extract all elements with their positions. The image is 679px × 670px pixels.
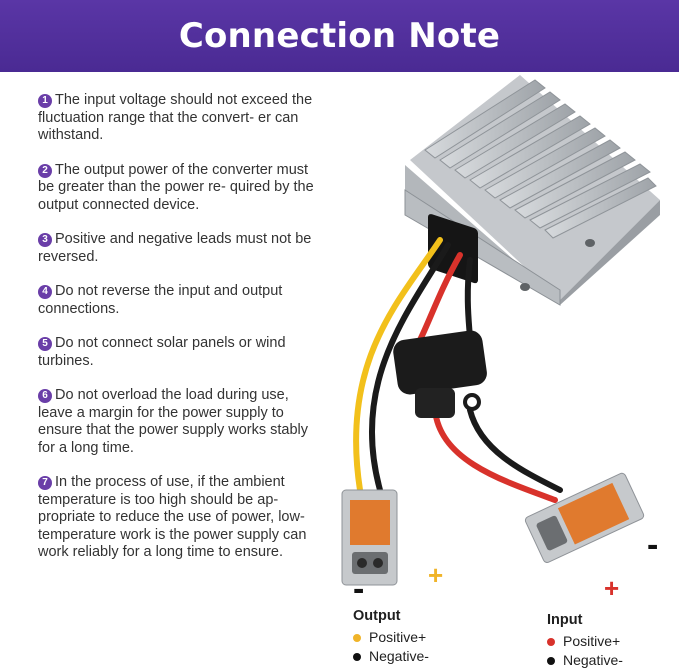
input-plus-symbol: +: [604, 573, 619, 603]
output-plus-symbol: +: [428, 560, 443, 590]
fuse-holder: [393, 330, 487, 418]
input-minus-symbol: -: [647, 526, 658, 564]
page-title: Connection Note: [178, 16, 501, 56]
input-legend-title: Input: [547, 612, 583, 628]
note-number: 7: [38, 476, 52, 490]
input-connector: [524, 472, 645, 563]
note-text: Positive and negative leads must not be …: [38, 231, 312, 265]
note-number: 6: [38, 389, 52, 403]
red-dot-icon: [547, 637, 555, 646]
note-text: Do not reverse the input and output conn…: [38, 283, 283, 317]
note-number: 1: [38, 94, 52, 108]
output-legend: Output Positive+ Negative-: [353, 608, 429, 666]
converter-illustration: - + - +: [341, 75, 660, 608]
output-positive-label: Positive+: [369, 629, 427, 645]
note-text: Do not overload the load during use, lea…: [38, 387, 308, 456]
output-connector: [341, 489, 398, 586]
note-number: 5: [38, 337, 52, 351]
input-negative-row: Negative-: [547, 651, 623, 670]
output-negative-label: Negative-: [369, 648, 429, 664]
title-banner: Connection Note: [0, 0, 679, 72]
output-positive-row: Positive+: [353, 628, 429, 647]
yellow-dot-icon: [353, 633, 361, 642]
note-text: Do not connect solar panels or wind turb…: [38, 335, 286, 369]
black-dot-icon: [547, 656, 555, 665]
note-number: 3: [38, 233, 52, 247]
output-minus-symbol: -: [353, 570, 364, 608]
note-text: The input voltage should not exceed the …: [38, 92, 313, 143]
input-positive-label: Positive+: [563, 633, 621, 649]
output-legend-title: Output: [353, 608, 401, 624]
note-number: 2: [38, 163, 52, 178]
note-text: The output power of the converter must b…: [38, 161, 314, 213]
wires: [353, 237, 563, 503]
input-legend: Input Positive+ Negative-: [547, 612, 623, 670]
input-positive-row: Positive+: [547, 632, 623, 651]
converter-box: [404, 75, 660, 306]
note-number: 4: [38, 285, 52, 299]
note-text: In the process of use, if the ambient te…: [38, 474, 307, 560]
black-dot-icon: [353, 652, 361, 661]
input-negative-label: Negative-: [563, 652, 623, 668]
output-negative-row: Negative-: [353, 647, 429, 666]
